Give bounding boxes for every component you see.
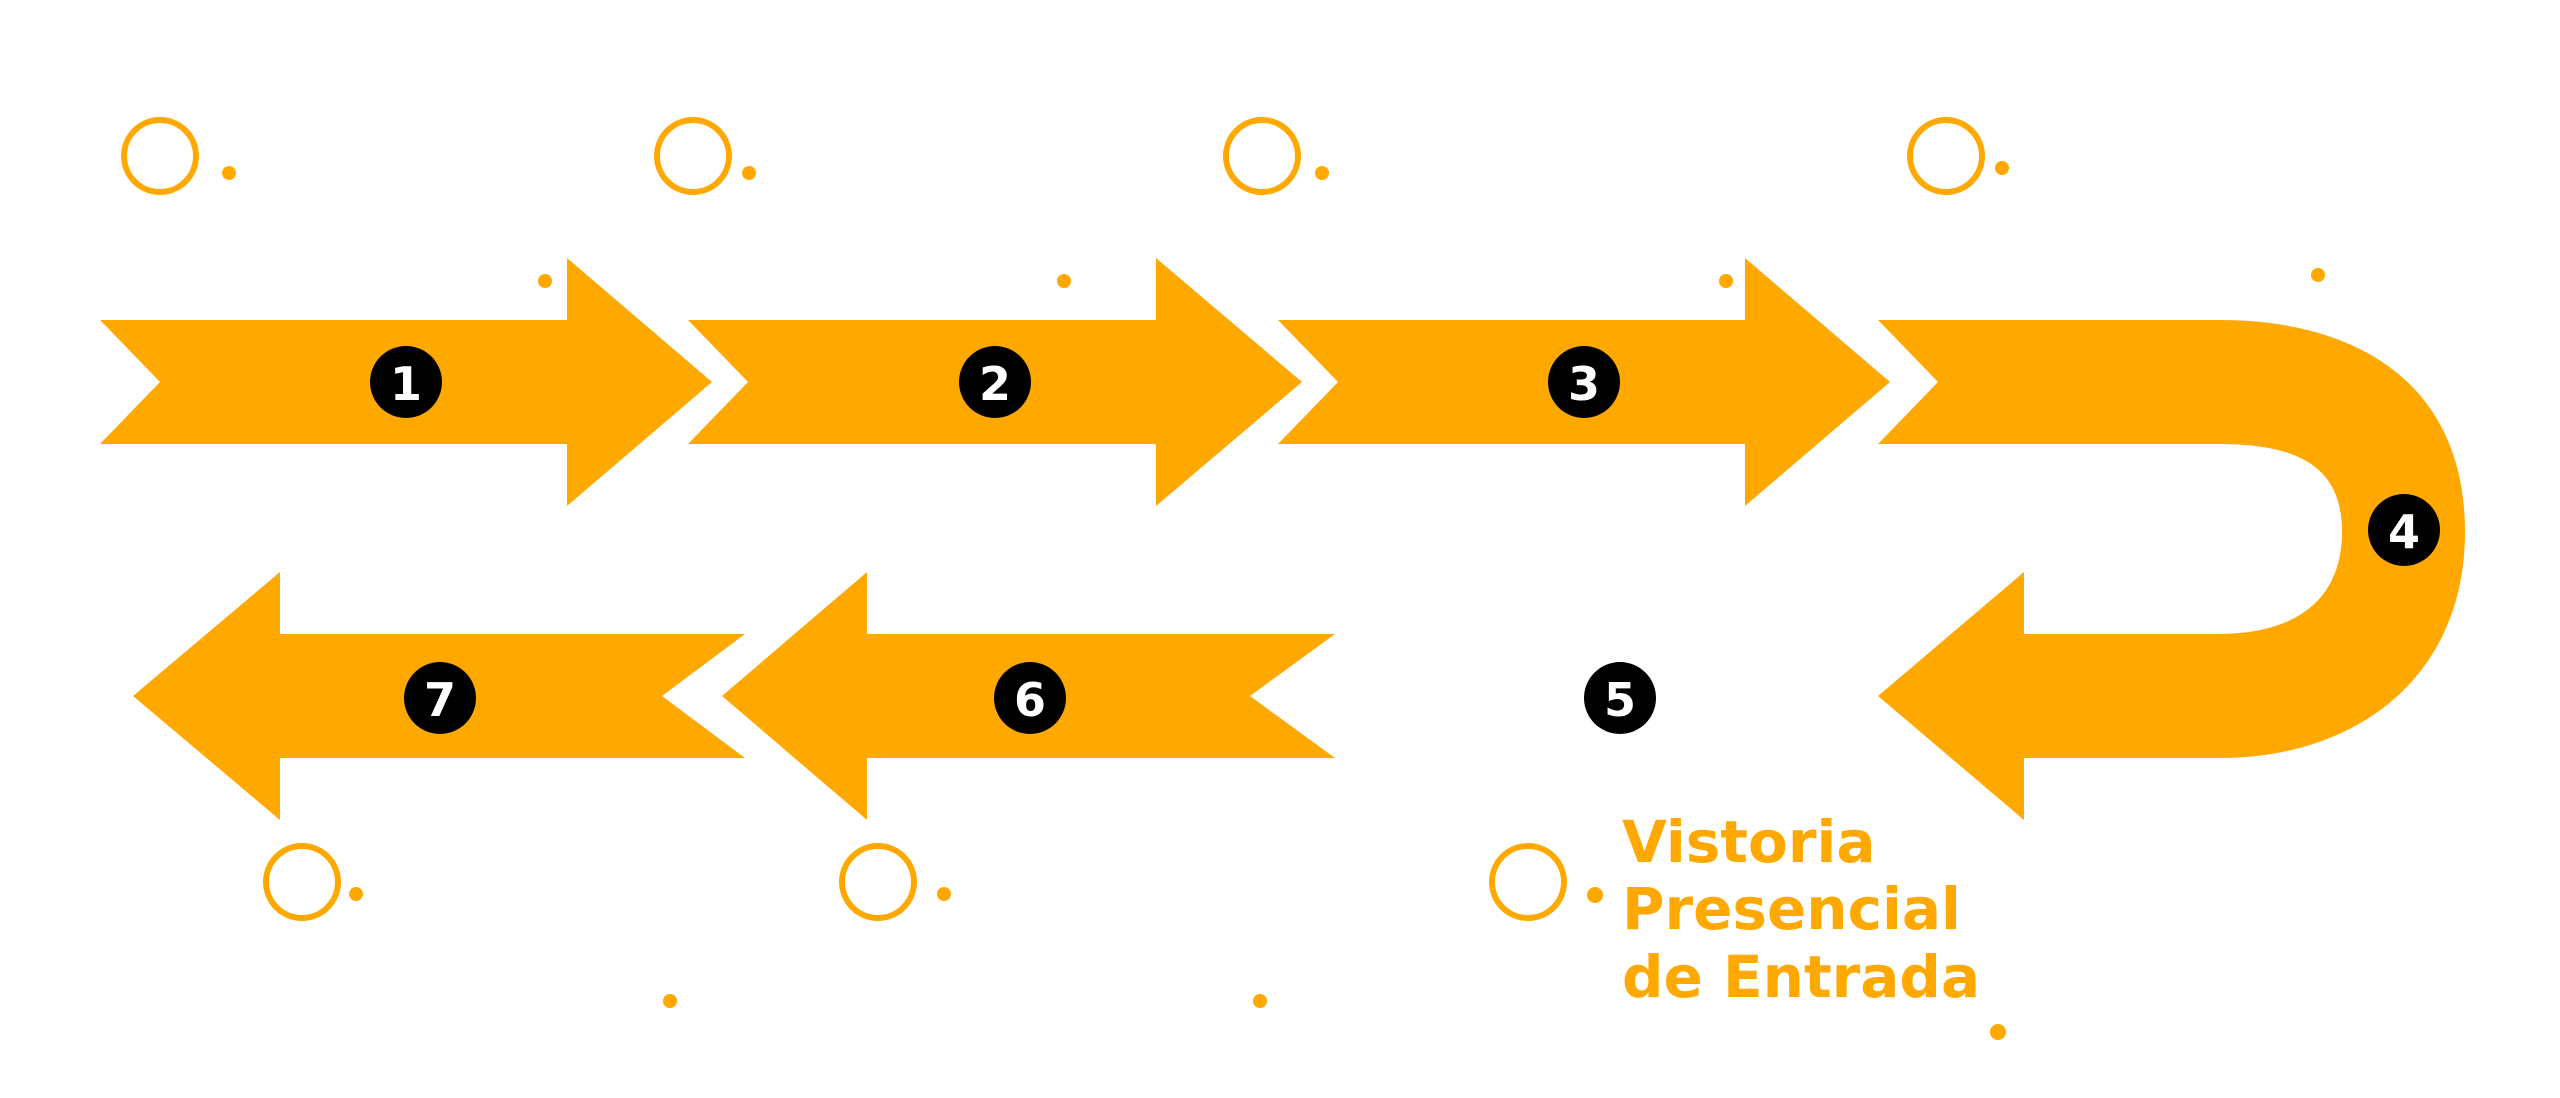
marker-step-4 (1907, 117, 2325, 282)
marker-step-3 (1223, 117, 1733, 288)
marker-step-7 (263, 843, 677, 1008)
step-badge-1: 1 (370, 346, 442, 418)
step-badge-3: 3 (1548, 346, 1620, 418)
step-badge-4: 4 (2368, 494, 2440, 566)
step-badge-6: 6 (994, 662, 1066, 734)
arrow-step-4-uturn (1878, 320, 2465, 820)
step-badge-7: 7 (404, 662, 476, 734)
step-5-title-line-3: de Entrada (1622, 943, 1980, 1011)
step-5-title-line-1: Vistoria (1622, 808, 1875, 876)
marker-step-1 (121, 117, 552, 288)
marker-step-2 (654, 117, 1071, 288)
step-number-1: 1 (390, 357, 422, 411)
step-number-6: 6 (1014, 673, 1046, 727)
step-5-title: Vistoria Presencial de Entrada (1622, 808, 1981, 1011)
step-number-7: 7 (424, 673, 456, 727)
step-number-3: 3 (1568, 357, 1600, 411)
marker-step-5 (1489, 843, 2006, 1040)
step-number-4: 4 (2388, 505, 2420, 559)
step-number-5: 5 (1604, 673, 1636, 727)
marker-step-6 (839, 843, 1267, 1008)
step-badge-2: 2 (959, 346, 1031, 418)
step-badge-5: 5 (1584, 662, 1656, 734)
step-number-2: 2 (979, 357, 1011, 411)
step-5-title-line-2: Presencial (1622, 875, 1961, 943)
